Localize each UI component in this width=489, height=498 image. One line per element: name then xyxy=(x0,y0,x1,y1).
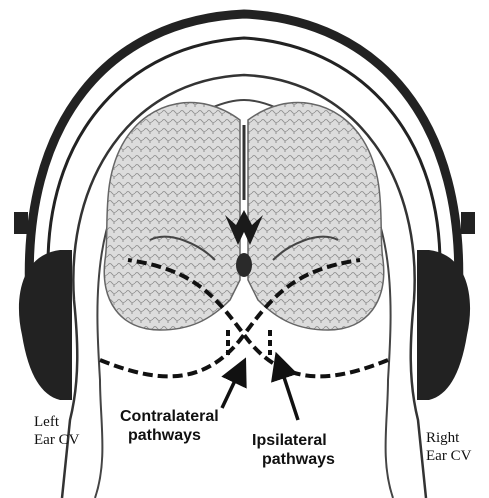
right-ear-label-line2: Ear CV xyxy=(426,448,471,466)
contralateral-label-line2: pathways xyxy=(128,427,219,446)
left-ear-label: Left Ear CV xyxy=(34,414,79,449)
left-ear-label-line2: Ear CV xyxy=(34,432,79,450)
left-ear-label-line1: Left xyxy=(34,414,79,432)
brain-coronal-section-icon xyxy=(104,103,384,330)
ipsilateral-label-line1: Ipsilateral xyxy=(252,432,335,451)
right-ear-label: Right Ear CV xyxy=(426,430,471,465)
ipsilateral-label-line2: pathways xyxy=(262,451,335,470)
contralateral-label: Contralateral pathways xyxy=(120,408,219,446)
contralateral-arrow xyxy=(222,370,240,408)
right-ear-label-line1: Right xyxy=(426,430,471,448)
pathway-arrows xyxy=(222,365,298,420)
ipsilateral-label: Ipsilateral pathways xyxy=(252,432,335,470)
contralateral-label-line1: Contralateral xyxy=(120,408,219,427)
